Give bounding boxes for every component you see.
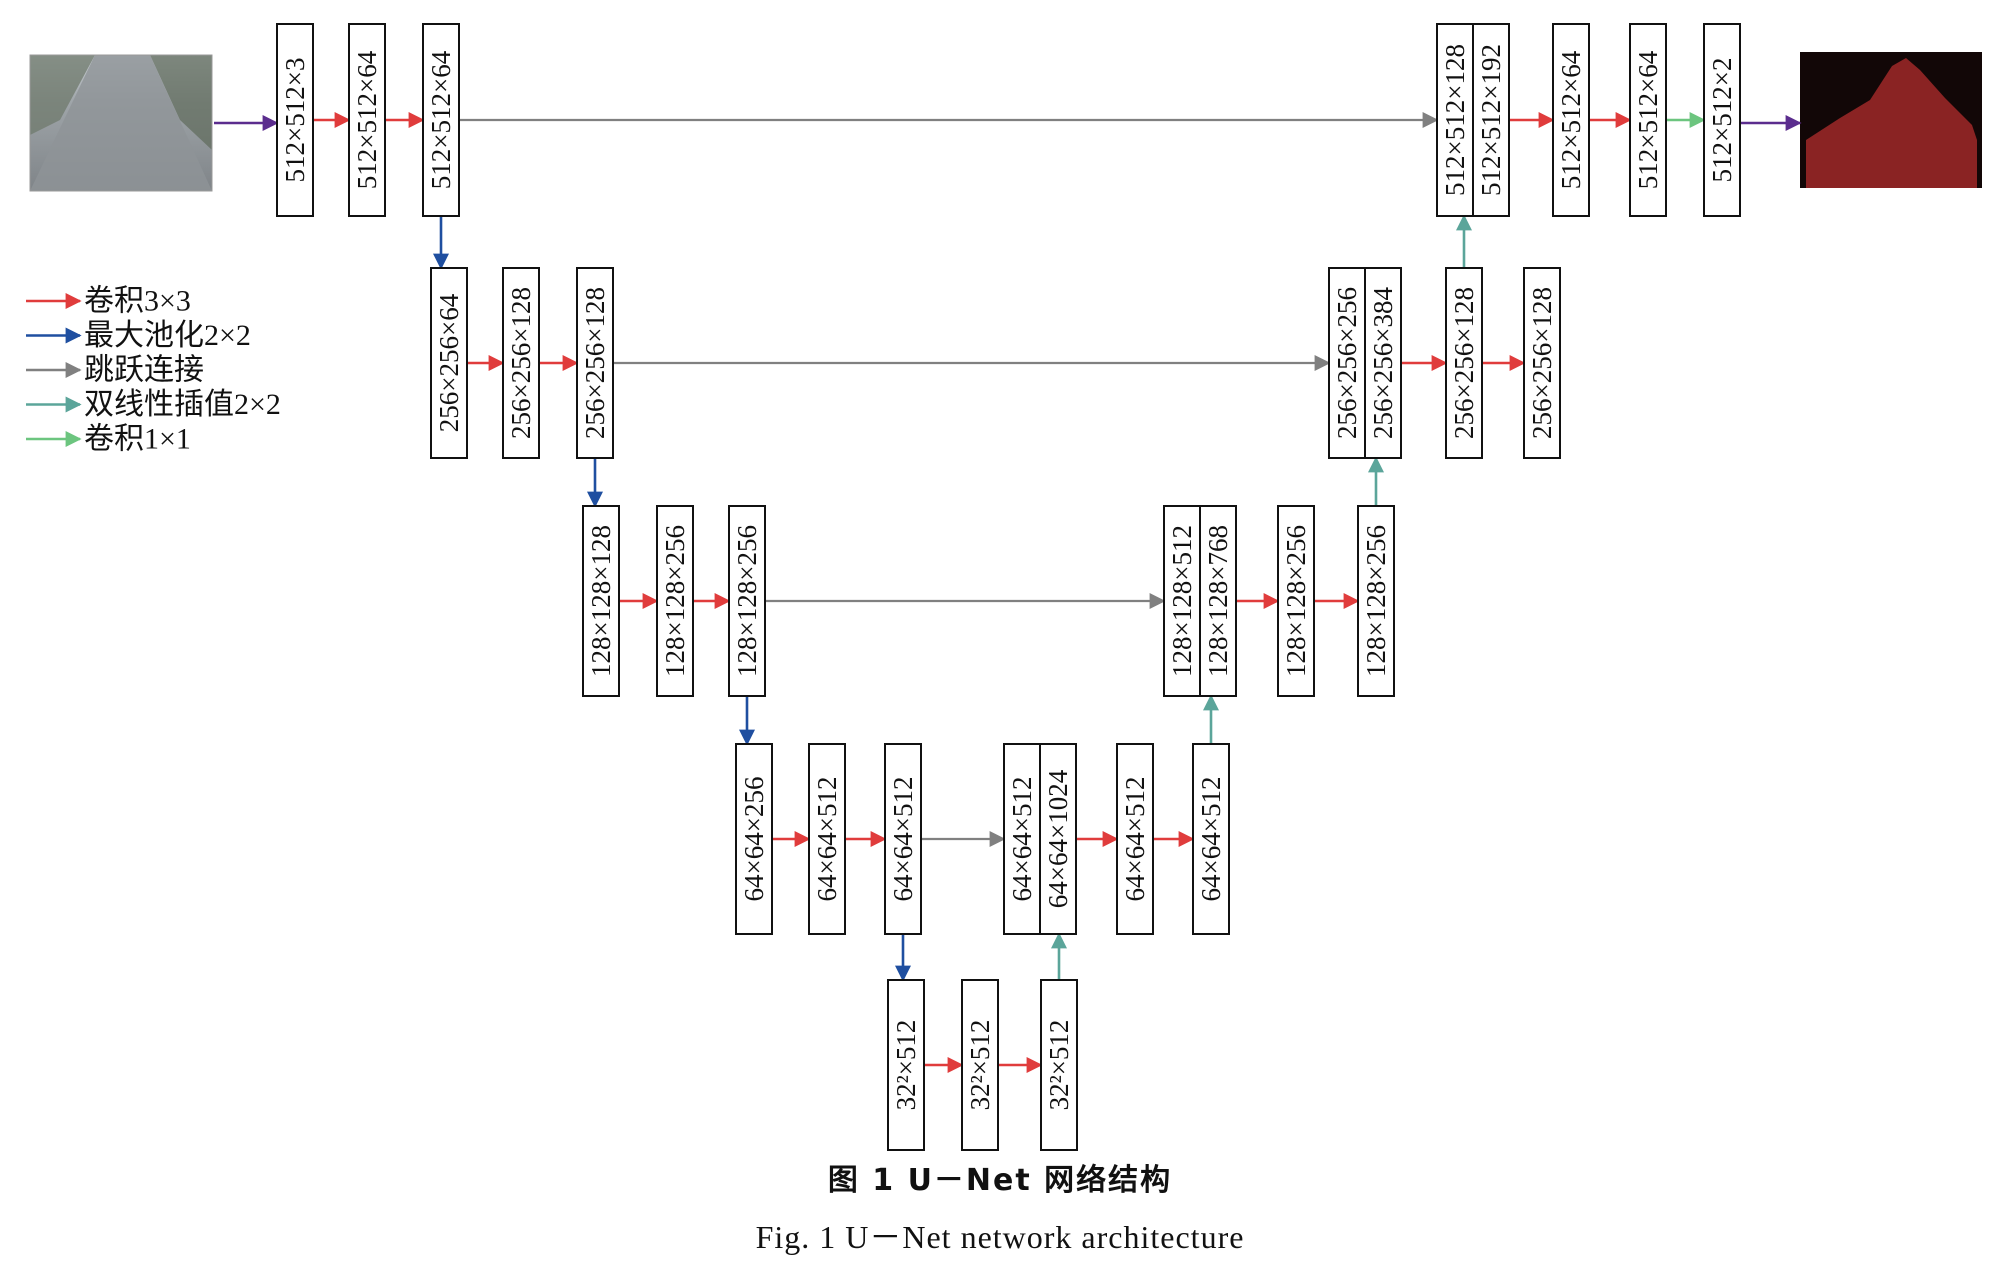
block-label: 512×512×192 — [1476, 44, 1506, 196]
block-label: 512×512×2 — [1707, 58, 1737, 183]
block-enc2c: 256×256×128 — [576, 267, 614, 459]
block-dec1c: 512×512×64 — [1629, 23, 1667, 217]
block-label: 64×64×512 — [1196, 777, 1226, 902]
block-bot-a: 32²×512 — [887, 979, 925, 1151]
block-enc3c: 128×128×256 — [728, 505, 766, 697]
legend-item-skip: 跳跃连接 — [26, 354, 204, 387]
block-dec1-skip: 512×512×128 — [1436, 23, 1474, 217]
block-dec4c: 64×64×512 — [1192, 743, 1230, 935]
figure-caption-english: Fig. 1 U－Net network architecture — [755, 1219, 1245, 1255]
block-dec3b: 128×128×256 — [1277, 505, 1315, 697]
block-label: 512×512×3 — [280, 58, 310, 183]
block-dec3-cat: 128×128×768 — [1199, 505, 1237, 697]
block-dec2-cat: 256×256×384 — [1364, 267, 1402, 459]
block-label: 128×128×128 — [586, 525, 616, 677]
block-dec1b: 512×512×64 — [1552, 23, 1590, 217]
block-enc4c: 64×64×512 — [884, 743, 922, 935]
block-dec4-skip: 64×64×512 — [1003, 743, 1041, 935]
block-label: 256×256×384 — [1368, 287, 1398, 439]
connection-arrows — [214, 112, 1802, 1073]
block-label: 256×256×128 — [506, 287, 536, 439]
figure-caption-chinese: 图 1 U－Net 网络结构 — [827, 1163, 1173, 1198]
legend-item-upsample: 双线性插值2×2 — [26, 388, 281, 421]
block-enc4a: 64×64×256 — [735, 743, 773, 935]
block-enc2a: 256×256×64 — [430, 267, 468, 459]
block-out: 512×512×2 — [1703, 23, 1741, 217]
block-label: 512×512×128 — [1440, 44, 1470, 196]
legend-item-pool: 最大池化2×2 — [26, 319, 251, 352]
block-label: 64×64×512 — [1007, 777, 1037, 902]
block-label: 512×512×64 — [426, 50, 456, 189]
block-enc1b: 512×512×64 — [348, 23, 386, 217]
block-bot-c: 32²×512 — [1040, 979, 1078, 1151]
block-dec2c: 256×256×128 — [1523, 267, 1561, 459]
block-label: 256×256×64 — [434, 293, 464, 432]
block-label: 512×512×64 — [352, 50, 382, 189]
block-label: 64×64×256 — [739, 777, 769, 902]
output-segmentation-mask — [1800, 52, 1982, 188]
block-enc4b: 64×64×512 — [808, 743, 846, 935]
legend-label: 双线性插值2×2 — [84, 388, 281, 421]
block-dec4-cat: 64×64×1024 — [1039, 743, 1077, 935]
block-label: 128×128×256 — [1281, 525, 1311, 677]
block-label: 32²×512 — [1044, 1020, 1074, 1111]
block-label: 256×256×128 — [580, 287, 610, 439]
block-label: 128×128×256 — [1361, 525, 1391, 677]
block-enc2b: 256×256×128 — [502, 267, 540, 459]
block-label: 256×256×128 — [1527, 287, 1557, 439]
block-label: 64×64×512 — [1120, 777, 1150, 902]
block-enc1c: 512×512×64 — [422, 23, 460, 217]
feature-map-blocks: 512×512×3 512×512×64 512×512×64 256×256×64 2… — [276, 23, 1741, 1151]
block-label: 128×128×768 — [1203, 525, 1233, 677]
block-label: 128×128×512 — [1167, 525, 1197, 677]
block-enc3b: 128×128×256 — [656, 505, 694, 697]
block-label: 256×256×256 — [1332, 287, 1362, 439]
legend-item-conv1: 卷积1×1 — [26, 423, 191, 456]
block-label: 64×64×1024 — [1043, 769, 1073, 908]
block-enc1a: 512×512×3 — [276, 23, 314, 217]
block-label: 512×512×64 — [1556, 50, 1586, 189]
legend-label: 跳跃连接 — [84, 354, 204, 387]
block-label: 512×512×64 — [1633, 50, 1663, 189]
block-label: 128×128×256 — [660, 525, 690, 677]
block-dec2b: 256×256×128 — [1445, 267, 1483, 459]
block-dec2-skip: 256×256×256 — [1328, 267, 1366, 459]
block-label: 32²×512 — [965, 1020, 995, 1111]
block-dec4b: 64×64×512 — [1116, 743, 1154, 935]
block-label: 64×64×512 — [888, 777, 918, 902]
block-enc3a: 128×128×128 — [582, 505, 620, 697]
block-dec3c: 128×128×256 — [1357, 505, 1395, 697]
block-label: 256×256×128 — [1449, 287, 1479, 439]
block-dec1-cat: 512×512×192 — [1472, 23, 1510, 217]
block-label: 32²×512 — [891, 1020, 921, 1111]
block-bot-b: 32²×512 — [961, 979, 999, 1151]
legend-label: 最大池化2×2 — [84, 319, 251, 352]
block-dec3-skip: 128×128×512 — [1163, 505, 1201, 697]
input-road-photo — [29, 54, 213, 192]
legend-item-conv3: 卷积3×3 — [26, 285, 191, 318]
block-label: 64×64×512 — [812, 777, 842, 902]
block-label: 128×128×256 — [732, 525, 762, 677]
legend-label: 卷积1×1 — [84, 423, 191, 456]
legend-label: 卷积3×3 — [84, 285, 191, 318]
